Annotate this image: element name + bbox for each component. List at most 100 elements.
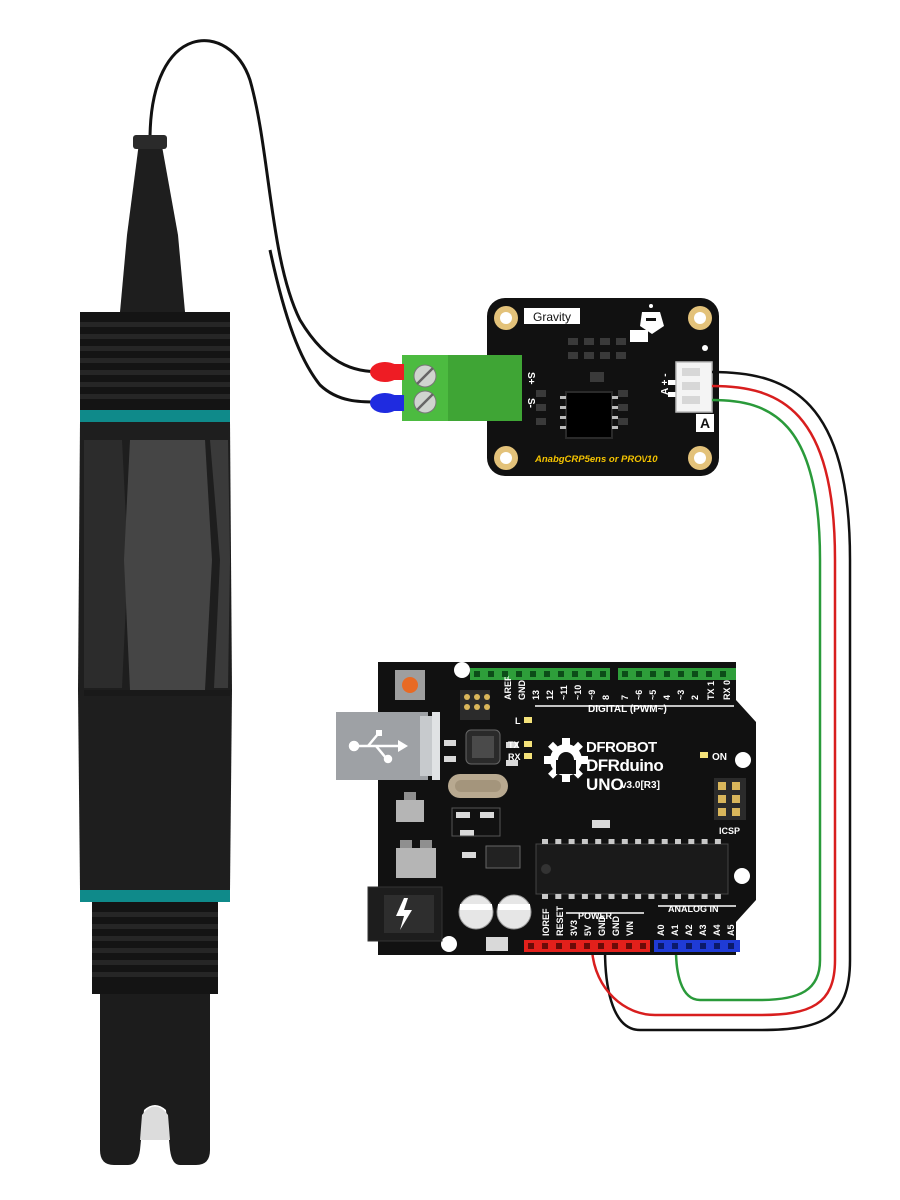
header-pin [686,943,692,949]
icsp-usb-header [460,690,490,720]
icsp-header [714,778,746,820]
orp-sensor-board: Gravity S+ S- A + - [487,298,719,476]
capacitor [496,894,532,930]
header-pin [572,671,578,677]
power-icon [396,898,412,930]
header-pin [640,943,646,949]
probe-wire-tips [370,362,404,413]
chip-pin [661,894,668,899]
power-pin-label: RESET [555,905,565,936]
digital-pin-label: RX 0 [722,680,732,700]
regulator-2 [396,848,436,878]
header-pin [600,671,606,677]
digital-pin-label: 7 [620,695,630,700]
power-led [700,752,708,758]
probe-band-bottom [80,890,230,902]
power-pin-label: 5V [583,925,593,936]
dc-power-jack [367,886,443,942]
header-pin [658,943,664,949]
usb-connector [336,712,440,780]
led-label-l: L [515,716,521,726]
connector-pin-labels: A + - [660,373,671,395]
digital-pin-label: ~10 [573,685,583,700]
mounting-hole [734,868,750,884]
digital-pin-label: AREF [503,675,513,700]
led-label-rx: RX [508,752,521,762]
chip-pin [635,894,642,899]
digital-pin-label: ~9 [587,690,597,700]
header-pin [542,943,548,949]
header-pin [612,943,618,949]
header-pin [706,671,712,677]
component-white [630,330,648,342]
probe-cable [148,39,386,404]
chip-pin [555,894,562,899]
robot-logo-icon [640,304,664,334]
header-pin [650,671,656,677]
analog-pin-label: A4 [712,924,722,936]
header-pin [636,671,642,677]
brand-line1: DFROBOT [586,739,657,756]
chip-pin [688,839,695,844]
digital-pin-label: TX 1 [706,681,716,700]
mounting-hole [454,662,470,678]
power-header-label: POWER [578,911,613,921]
header-pin [488,671,494,677]
header-pin [556,943,562,949]
header-pin [570,943,576,949]
chip-pin [595,839,602,844]
header-pin [714,943,720,949]
chip-pin [581,839,588,844]
probe-band-top [80,410,230,422]
header-pin [672,943,678,949]
header-pin [622,671,628,677]
analog-header [654,940,740,952]
dfrobot-gear-icon [544,738,588,782]
chip-pin [701,894,708,899]
header-pin [720,671,726,677]
mounting-hole [735,752,751,768]
digital-pin-label: 4 [662,695,672,700]
digital-pin-label: 13 [531,690,541,700]
signal-wires [590,370,852,1032]
regulator [396,800,424,822]
product-label: AnabgCRP5ens or PRO\/10 [534,454,658,465]
on-label: ON [712,752,727,763]
chip-pin [714,839,721,844]
capacitor [458,894,494,930]
chip-pin [675,894,681,899]
header-pin [544,671,550,677]
power-pin-label: IOREF [541,908,551,936]
digital-pin-label: ~5 [648,690,658,700]
usb-icon [348,730,408,764]
chip-pin [648,839,655,844]
digital-header-label: DIGITAL (PWM~) [588,704,667,715]
header-pin [598,943,604,949]
chip-pin [635,839,642,844]
amplifier-chip [565,391,613,439]
header-pin [728,943,734,949]
chip-pin [608,894,615,899]
terminal-block [402,355,522,421]
header-pin [584,943,590,949]
analog-pin-label: A3 [698,924,708,936]
gravity-label-bg [524,308,580,324]
digital-pin-label: ~11 [559,685,569,700]
microcontroller-chip [535,839,729,899]
chip-pin [568,839,575,844]
status-leds: L TX RX [508,716,532,762]
smd-components [536,338,628,425]
model-label: UNO [586,775,624,794]
analog-pin-label: A0 [656,924,666,936]
brand-line2: DFRduino [586,756,663,775]
chip-pin [595,894,602,899]
gravity-label: Gravity [533,310,571,324]
header-pin [474,671,480,677]
chip-pin [661,839,668,844]
header-pin [586,671,592,677]
small-ic [485,845,521,869]
